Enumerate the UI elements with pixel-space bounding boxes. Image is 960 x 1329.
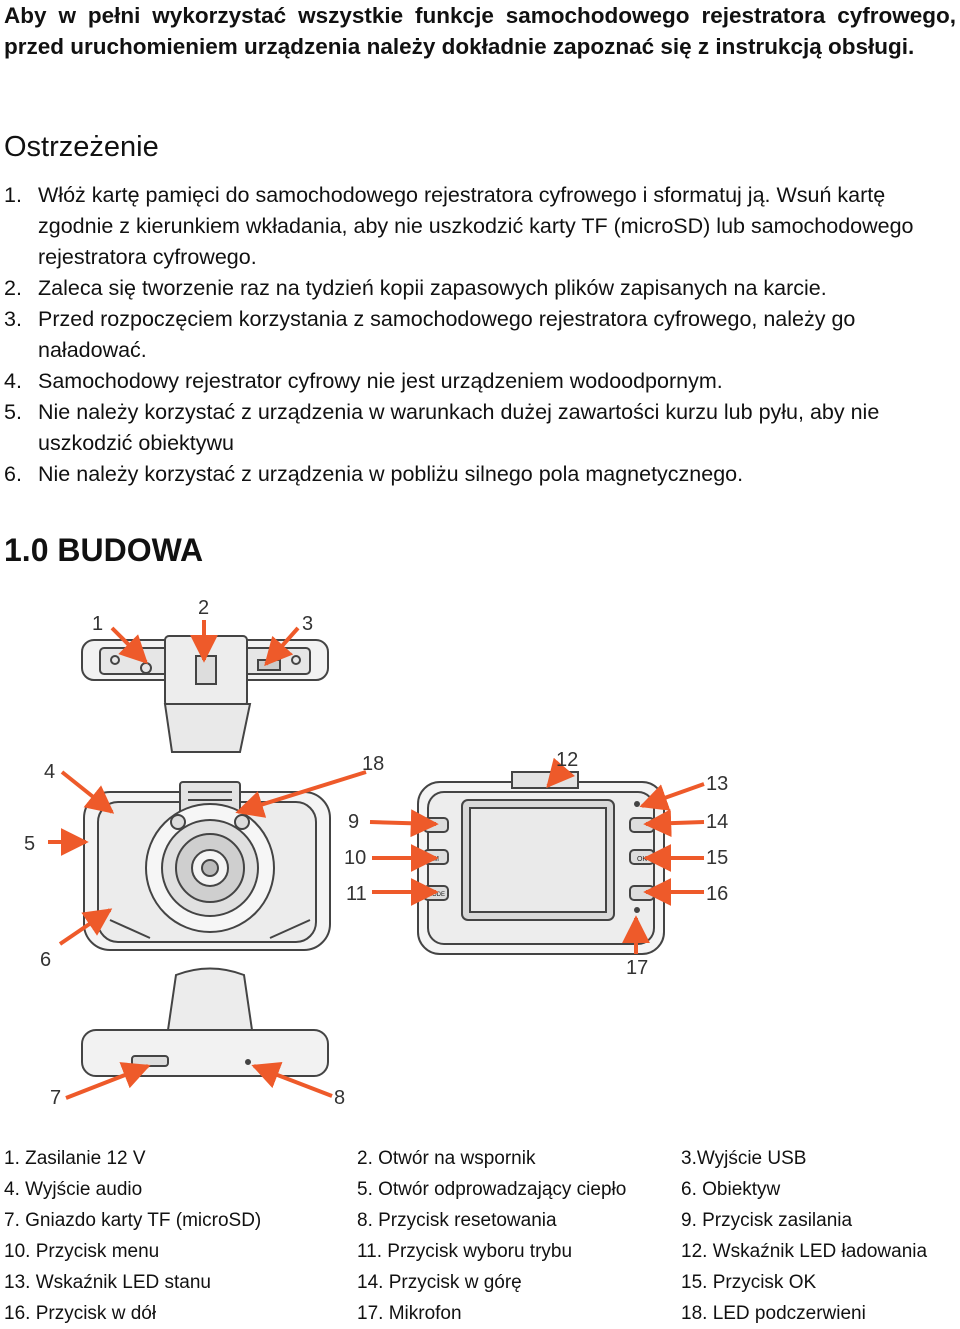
warning-item-text: Przed rozpoczęciem korzystania z samocho… — [38, 307, 856, 362]
legend-item: 7. Gniazdo karty TF (microSD) — [4, 1210, 262, 1231]
legend-item: 5. Otwór odprowadzający ciepło — [357, 1179, 627, 1200]
warning-item-number: 3. — [4, 307, 22, 331]
callout-label: 13 — [706, 773, 728, 795]
callout-label: 12 — [556, 749, 578, 771]
legend-item: 11. Przycisk wyboru trybu — [357, 1241, 573, 1262]
section-title: 1.0 BUDOWA — [4, 532, 204, 568]
warning-item: 3. Przed rozpoczęciem korzystania z samoc… — [4, 304, 954, 366]
warning-item: 5. Nie należy korzystać z urządzenia w wa… — [4, 397, 954, 459]
callout-label: 1 — [92, 613, 103, 635]
legend-row: 16. Przycisk w dół 17. Mikrofon 18. LED … — [4, 1298, 954, 1329]
warning-item-number: 5. — [4, 400, 22, 424]
legend-item: 2. Otwór na wspornik — [357, 1148, 536, 1169]
callout-label: 10 — [344, 847, 366, 869]
legend-item: 8. Przycisk resetowania — [357, 1210, 557, 1231]
warning-item-text: Nie należy korzystać z urządzenia w waru… — [38, 400, 880, 455]
callout-label: 5 — [24, 833, 35, 855]
legend-item: 14. Przycisk w górę — [357, 1272, 522, 1293]
legend-item: 16. Przycisk w dół — [4, 1303, 157, 1324]
warning-item-number: 1. — [4, 183, 22, 207]
callout-label: 16 — [706, 883, 728, 905]
callout-label: 9 — [348, 811, 359, 833]
legend-row: 7. Gniazdo karty TF (microSD) 8. Przycis… — [4, 1205, 954, 1236]
callout-label: 3 — [302, 613, 313, 635]
callout-label: 6 — [40, 949, 51, 971]
warning-item-number: 4. — [4, 369, 22, 393]
legend-item: 6. Obiektyw — [681, 1179, 781, 1200]
intro-paragraph: Aby w pełni wykorzystać wszystkie funkcj… — [4, 3, 956, 59]
warning-item: 2. Zaleca się tworzenie raz na tydzień ko… — [4, 273, 954, 304]
warning-item-text: Samochodowy rejestrator cyfrowy nie jest… — [38, 369, 723, 393]
parts-legend: 1. Zasilanie 12 V 2. Otwór na wspornik 3… — [4, 1143, 954, 1329]
legend-item: 4. Wyjście audio — [4, 1179, 143, 1200]
callout-label: 15 — [706, 847, 728, 869]
warning-item-text: Zaleca się tworzenie raz na tydzień kopi… — [38, 276, 827, 300]
callout-arrows — [48, 620, 705, 1100]
callout-label: 11 — [346, 883, 367, 905]
callout-label: 18 — [362, 753, 384, 775]
bottom-view — [81, 967, 329, 1077]
warning-item: 4. Samochodowy rejestrator cyfrowy nie je… — [4, 366, 954, 397]
warning-list: 1. Włóż kartę pamięci do samochodowego re… — [4, 180, 954, 490]
callout-label: 14 — [706, 811, 728, 833]
warning-item-text: Nie należy korzystać z urządzenia w pobl… — [38, 462, 744, 486]
callout-label: 4 — [44, 761, 55, 783]
warning-heading: Ostrzeżenie — [4, 131, 159, 163]
legend-item: 17. Mikrofon — [357, 1303, 462, 1324]
legend-row: 1. Zasilanie 12 V 2. Otwór na wspornik 3… — [4, 1143, 954, 1174]
legend-item: 18. LED podczerwieni — [681, 1303, 866, 1324]
callout-label: 17 — [626, 957, 648, 979]
legend-item: 3.Wyjście USB — [681, 1148, 807, 1169]
legend-item: 13. Wskaźnik LED stanu — [4, 1272, 211, 1293]
legend-item: 15. Przycisk OK — [681, 1272, 817, 1293]
legend-item: 1. Zasilanie 12 V — [4, 1148, 146, 1169]
legend-item: 10. Przycisk menu — [4, 1241, 160, 1262]
legend-row: 4. Wyjście audio 5. Otwór odprowadzający… — [4, 1174, 954, 1205]
warning-item: 6. Nie należy korzystać z urządzenia w po… — [4, 459, 954, 490]
front-view — [83, 781, 331, 951]
warning-item-number: 6. — [4, 462, 22, 486]
dashcam-diagram: M OK MODE 1 2 3 4 5 6 7 8 9 10 11 12 — [24, 597, 728, 1109]
legend-row: 13. Wskaźnik LED stanu 14. Przycisk w gó… — [4, 1267, 954, 1298]
legend-item: 9. Przycisk zasilania — [681, 1210, 853, 1231]
rear-view — [417, 771, 665, 955]
warning-item-text: Włóż kartę pamięci do samochodowego reje… — [38, 183, 914, 269]
legend-item: 12. Wskaźnik LED ładowania — [681, 1241, 928, 1262]
callout-label: 2 — [198, 597, 209, 619]
warning-item-number: 2. — [4, 276, 22, 300]
callout-label: 7 — [50, 1087, 61, 1109]
legend-row: 10. Przycisk menu 11. Przycisk wyboru tr… — [4, 1236, 954, 1267]
callout-label: 8 — [334, 1087, 345, 1109]
warning-item: 1. Włóż kartę pamięci do samochodowego re… — [4, 180, 954, 273]
ok-button-mark: OK — [637, 856, 647, 863]
